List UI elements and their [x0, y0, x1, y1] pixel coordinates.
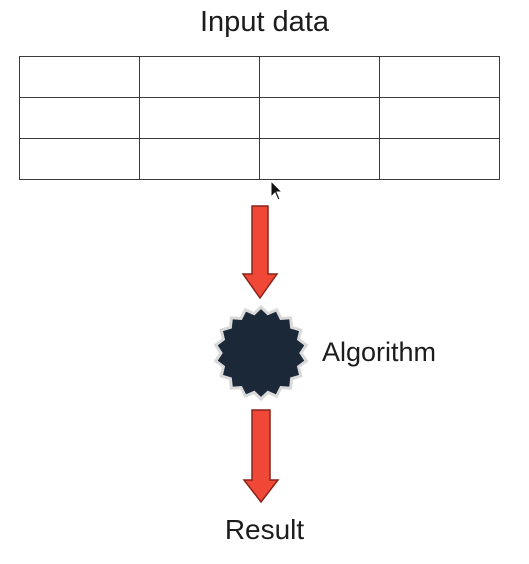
table-cell [139, 97, 260, 139]
table-row [19, 138, 500, 180]
table-row [19, 97, 500, 139]
table-cell [139, 138, 260, 180]
input-data-title: Input data [200, 6, 329, 38]
table-cell [19, 56, 140, 98]
algorithm-label: Algorithm [322, 337, 437, 367]
table-cell [379, 97, 500, 139]
table-cell [379, 138, 500, 180]
algorithm-gear-icon [213, 304, 309, 402]
input-data-table [19, 56, 500, 180]
table-cell [259, 97, 380, 139]
arrow-algorithm-to-result [242, 409, 280, 504]
result-label: Result [224, 514, 305, 545]
table-cell [379, 56, 500, 98]
arrow-input-to-algorithm [241, 205, 279, 300]
table-cell [139, 56, 260, 98]
table-cell [19, 138, 140, 180]
mouse-cursor-icon [270, 179, 284, 201]
